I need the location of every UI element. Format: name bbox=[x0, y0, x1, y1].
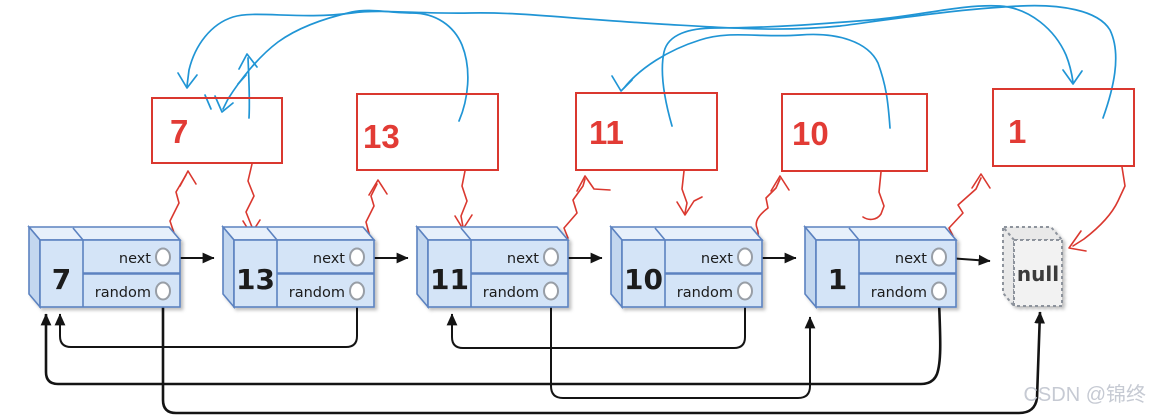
red-link-copy13-to-node11 bbox=[460, 170, 468, 228]
red-link-copy1-to-null bbox=[1072, 166, 1126, 247]
random-pointer-7-to-null bbox=[161, 300, 1045, 415]
copy-box-1-value: 1 bbox=[1008, 113, 1026, 150]
node-top-face bbox=[803, 226, 958, 241]
node-top-divider bbox=[848, 227, 860, 241]
red-arrowhead-copy1 bbox=[971, 173, 991, 189]
node-top-face bbox=[609, 226, 764, 241]
next-label: next bbox=[313, 251, 345, 267]
watermark: CSDN @锦终 bbox=[1023, 383, 1146, 406]
null-front-face bbox=[1013, 239, 1063, 307]
random-label: random bbox=[289, 285, 345, 301]
blue-arrowhead-at-copy-7-inner bbox=[214, 95, 234, 113]
copy-box-7-rect bbox=[151, 97, 283, 164]
red-link-copy10-to-node1 bbox=[862, 171, 885, 221]
copy-box-11-value: 11 bbox=[589, 114, 624, 151]
random-label: random bbox=[95, 285, 151, 301]
red-arrowhead-node10 bbox=[676, 196, 703, 216]
null-label: null bbox=[1017, 262, 1059, 286]
random-pointer-pin bbox=[349, 281, 365, 301]
copy-box-10: 10 bbox=[781, 93, 928, 172]
red-arrowhead-null bbox=[1068, 230, 1087, 252]
node-value: 11 bbox=[430, 263, 469, 296]
node-top-face bbox=[221, 226, 376, 241]
blue-arrow-copy-10-to-copy-11 bbox=[623, 33, 891, 129]
node-top-divider bbox=[266, 227, 278, 241]
blue-arrow-copy-1-to-copy-7 bbox=[186, 4, 1117, 119]
random-pointer-10-to-11 bbox=[446, 300, 746, 349]
blue-arrow-copy-11-to-copy-1 bbox=[661, 4, 1074, 127]
red-arrowhead-copy13 bbox=[368, 179, 388, 196]
blue-arrow-copy-13-to-copy-7 bbox=[222, 9, 469, 122]
copy-box-13: 13 bbox=[356, 93, 499, 171]
random-pointer-11-to-1 bbox=[550, 300, 816, 399]
blue-up-arrowhead bbox=[238, 53, 258, 70]
node-value: 13 bbox=[236, 263, 275, 296]
next-label: next bbox=[119, 251, 151, 267]
node-top-divider bbox=[654, 227, 666, 241]
red-arrowhead-copy11 bbox=[576, 175, 611, 192]
node-left-face bbox=[28, 224, 41, 310]
list-node-10: 10 next random bbox=[609, 224, 764, 310]
copy-box-10-value: 10 bbox=[792, 115, 829, 152]
copy-box-1: 1 bbox=[992, 88, 1135, 167]
copy-box-11: 11 bbox=[575, 92, 718, 171]
next-pointer-pin bbox=[155, 247, 171, 267]
next-pointer-pin bbox=[543, 247, 559, 267]
node-left-face bbox=[610, 224, 623, 310]
random-pointer-13-to-7 bbox=[54, 300, 358, 348]
list-node-13: 13 next random bbox=[221, 224, 376, 310]
blue-small-tick bbox=[237, 74, 247, 85]
red-arrowhead-copy10 bbox=[770, 175, 790, 192]
list-node-11: 11 next random bbox=[415, 224, 570, 310]
node-value: 7 bbox=[52, 263, 71, 296]
node-value: 1 bbox=[828, 263, 847, 296]
null-node: null bbox=[1000, 224, 1065, 309]
random-pointer-1-to-7 bbox=[40, 299, 942, 386]
list-node-1: 1 next random bbox=[803, 224, 958, 310]
node-top-face bbox=[415, 226, 570, 241]
node-left-face bbox=[804, 224, 817, 310]
red-link-11next-to-copy11 bbox=[556, 178, 586, 251]
copy-box-11-rect bbox=[575, 92, 718, 171]
copy-box-7-value: 7 bbox=[170, 113, 188, 150]
copy-random-pointer-arrows bbox=[177, 4, 1117, 129]
node-top-face bbox=[27, 226, 182, 241]
next-pointer-pin bbox=[931, 247, 947, 267]
next-label: next bbox=[701, 251, 733, 267]
random-pointer-pin bbox=[931, 281, 947, 301]
blue-arrowhead-at-copy-11-top bbox=[611, 75, 633, 92]
copy-box-7: 7 bbox=[151, 97, 283, 164]
copy-box-10-rect bbox=[781, 93, 928, 172]
blue-arrowhead-at-copy-1-top bbox=[1062, 69, 1083, 85]
next-pointer-pin bbox=[349, 247, 365, 267]
copy-box-13-rect bbox=[356, 93, 499, 171]
red-arrowhead-copy7 bbox=[179, 170, 197, 187]
original-list-nodes: 7 next random 13 next random 1 bbox=[27, 224, 1065, 310]
red-link-copy7-to-node13 bbox=[245, 163, 255, 233]
node-top-divider bbox=[460, 227, 472, 241]
original-random-pointers bbox=[40, 299, 1045, 415]
blue-up-arrow-copy-7-null bbox=[247, 57, 251, 119]
red-connectors bbox=[166, 163, 1126, 253]
copy-box-13-value: 13 bbox=[363, 118, 400, 155]
random-pointer-pin bbox=[543, 281, 559, 301]
copy-node-boxes: 7 13 11 10 1 bbox=[151, 88, 1135, 172]
node-top-divider bbox=[72, 227, 84, 241]
random-label: random bbox=[871, 285, 927, 301]
random-label: random bbox=[483, 285, 539, 301]
random-pointer-pin bbox=[155, 281, 171, 301]
next-label: next bbox=[895, 251, 927, 267]
random-label: random bbox=[677, 285, 733, 301]
node-value: 10 bbox=[624, 263, 663, 296]
copy-box-1-rect bbox=[992, 88, 1135, 167]
node-left-face bbox=[416, 224, 429, 310]
list-node-7: 7 next random bbox=[27, 224, 182, 310]
random-pointer-pin bbox=[737, 281, 753, 301]
node-left-face bbox=[222, 224, 235, 310]
next-label: next bbox=[507, 251, 539, 267]
red-link-copy11-to-node10 bbox=[681, 170, 688, 214]
null-left-face bbox=[1002, 224, 1015, 309]
next-pointer-pin bbox=[737, 247, 753, 267]
blue-arrowhead-at-copy-7-top bbox=[177, 72, 198, 89]
